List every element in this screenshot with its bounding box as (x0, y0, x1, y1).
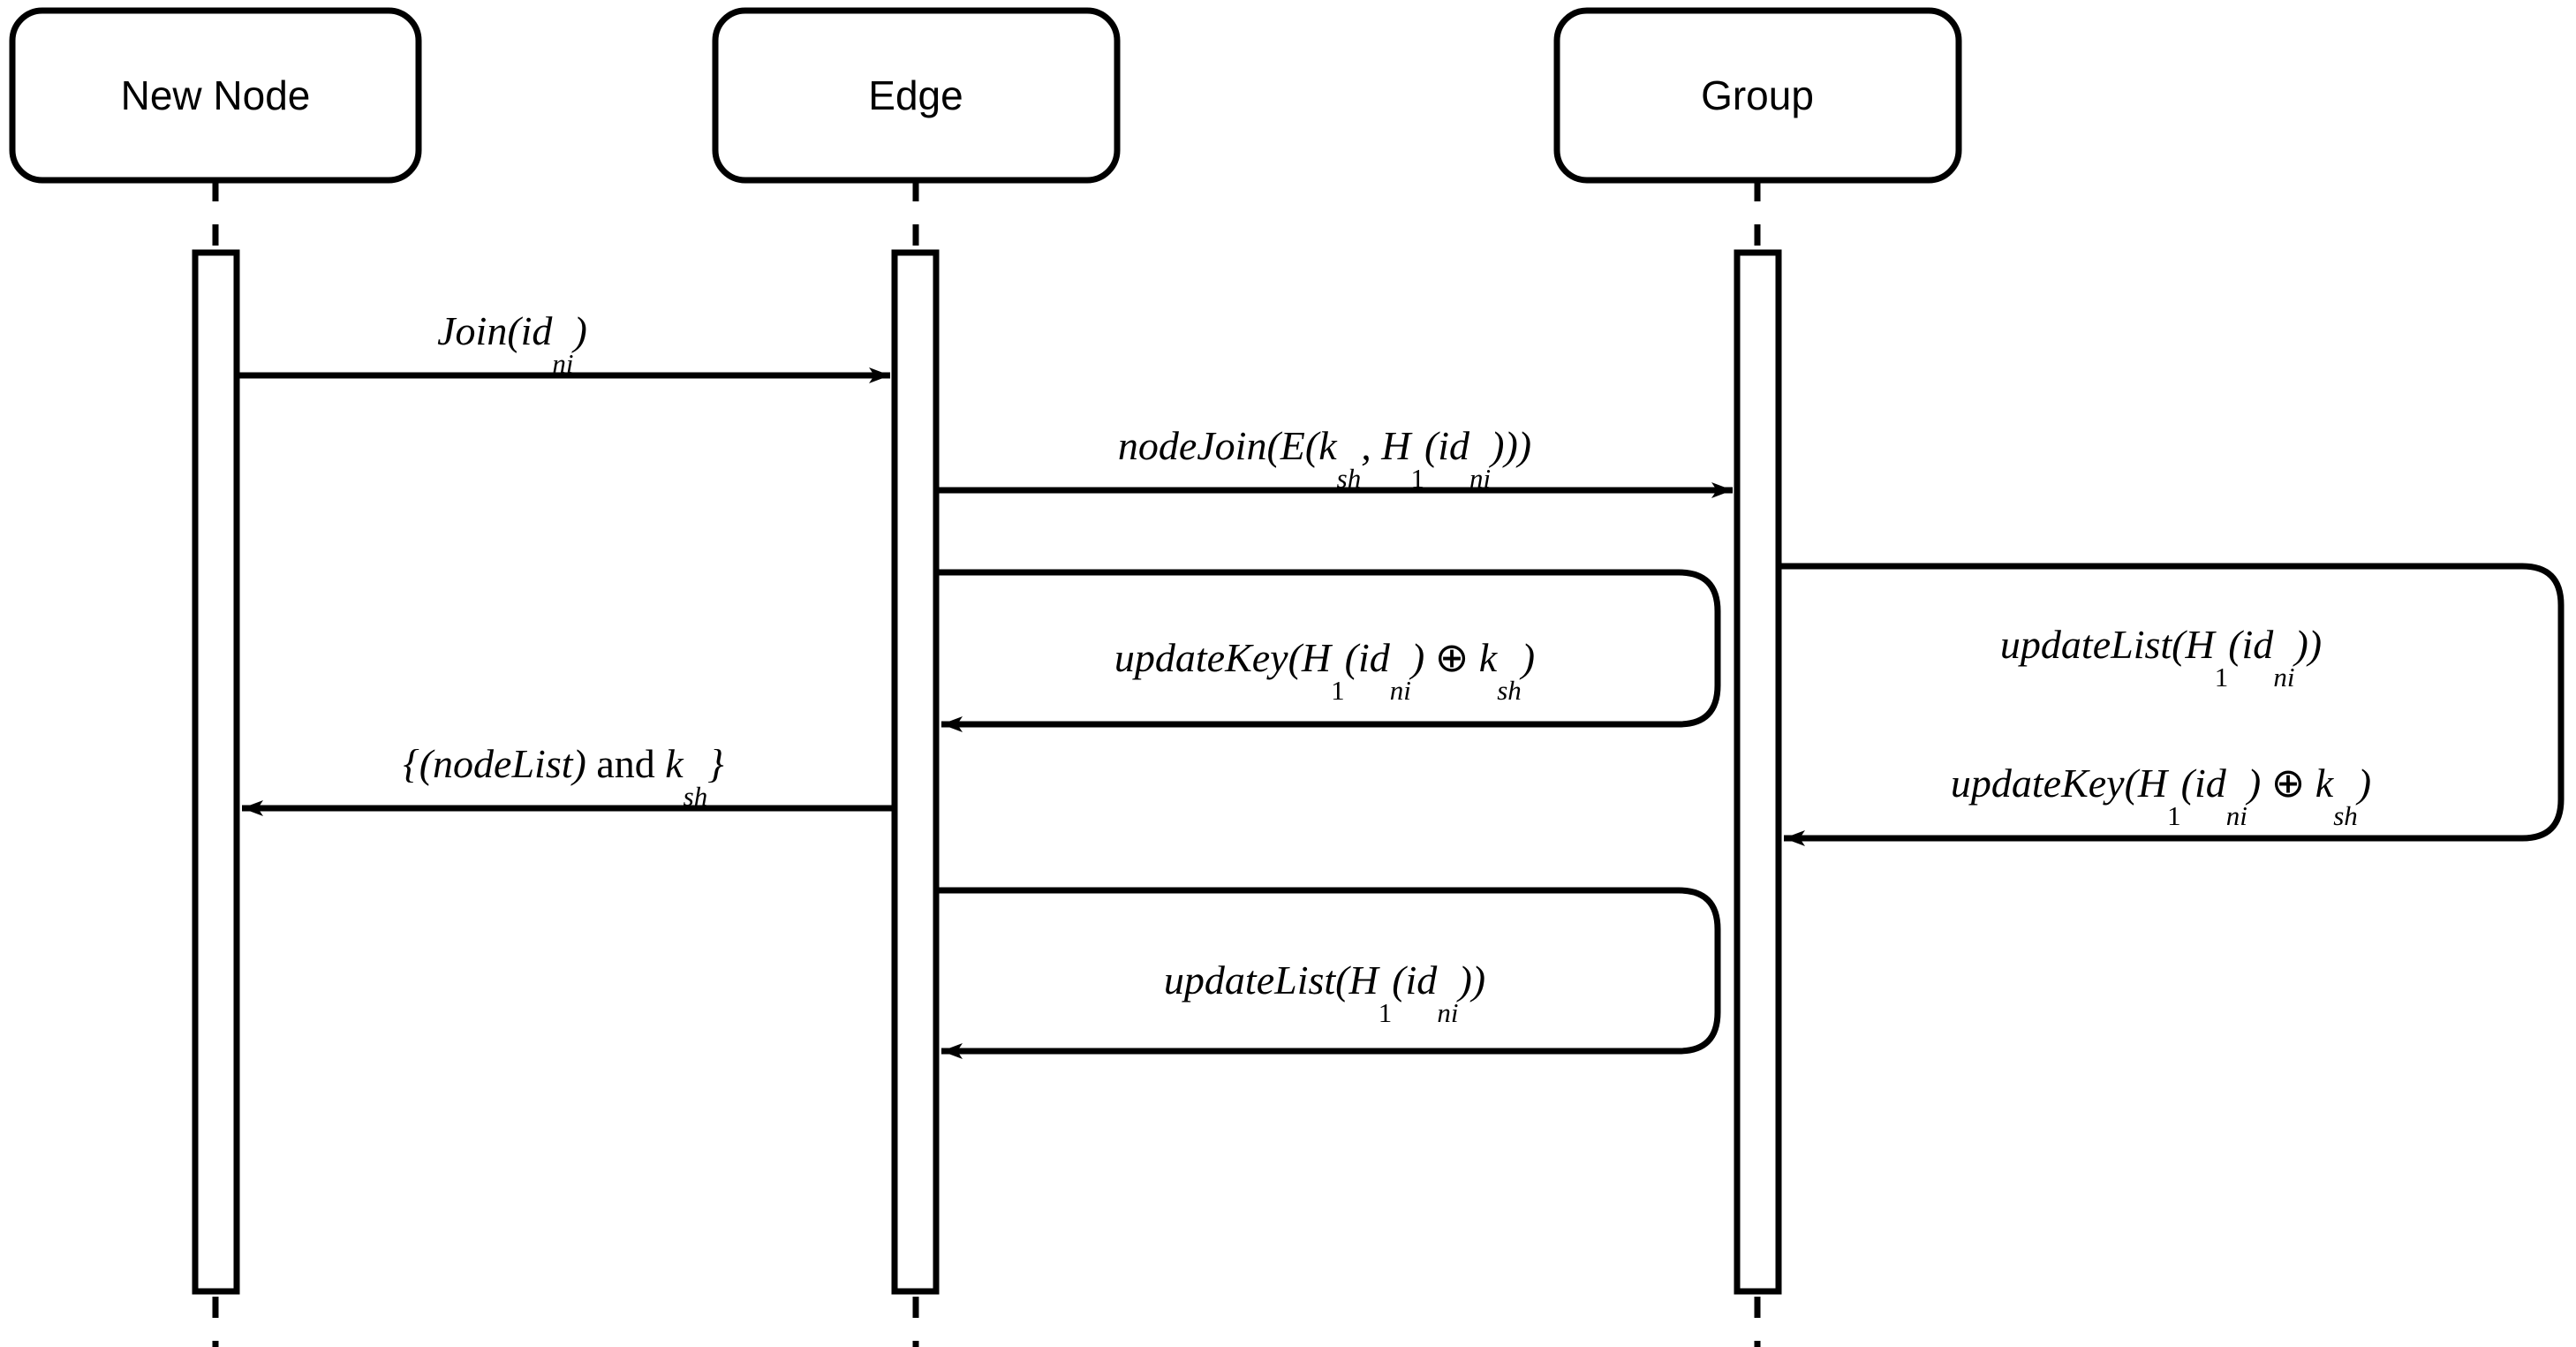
participant-group[interactable]: Group (1553, 7, 1962, 1347)
message-join[interactable]: Join(idni) (237, 308, 890, 383)
message-group-update-key[interactable]: updateKey(H1(idni) ⊕ ksh) (1951, 761, 2371, 831)
message-arrow-group-update-list[interactable] (1779, 563, 2565, 846)
message-edge-update-list[interactable]: updateList(H1(idni)) (936, 887, 1721, 1059)
message-label-edge-update-list: updateList(H1(idni)) (1164, 957, 1485, 1028)
participant-label-group: Group (1701, 72, 1814, 118)
message-edge-update-key[interactable]: updateKey(H1(idni) ⊕ ksh) (936, 569, 1721, 732)
message-label-node-join: nodeJoin(E(ksh, H1(idni))) (1118, 423, 1531, 494)
participant-label-edge: Edge (868, 72, 963, 118)
message-group-update-list[interactable]: updateList(H1(idni)) (1779, 563, 2565, 846)
activation-bar-new-node (192, 249, 240, 1295)
message-node-join[interactable]: nodeJoin(E(ksh, H1(idni))) (936, 423, 1733, 498)
message-label-group-update-key: updateKey(H1(idni) ⊕ ksh) (1951, 761, 2371, 831)
activation-bar-edge (891, 249, 940, 1295)
activation-bar-group (1734, 249, 1782, 1295)
message-arrow-edge-update-key[interactable] (936, 569, 1721, 732)
message-label-group-update-list: updateList(H1(idni)) (2000, 622, 2322, 692)
message-label-join: Join(idni) (437, 308, 587, 379)
message-arrow-edge-update-list[interactable] (936, 887, 1721, 1059)
message-label-edge-update-key: updateKey(H1(idni) ⊕ ksh) (1114, 635, 1535, 706)
message-node-list-reply[interactable]: {(nodeList) and ksh} (242, 741, 895, 816)
participant-new-node[interactable]: New Node (9, 7, 422, 1347)
message-label-node-list-reply: {(nodeList) and ksh} (403, 741, 723, 812)
participant-label-new-node: New Node (121, 72, 311, 118)
participant-edge[interactable]: Edge (712, 7, 1121, 1347)
